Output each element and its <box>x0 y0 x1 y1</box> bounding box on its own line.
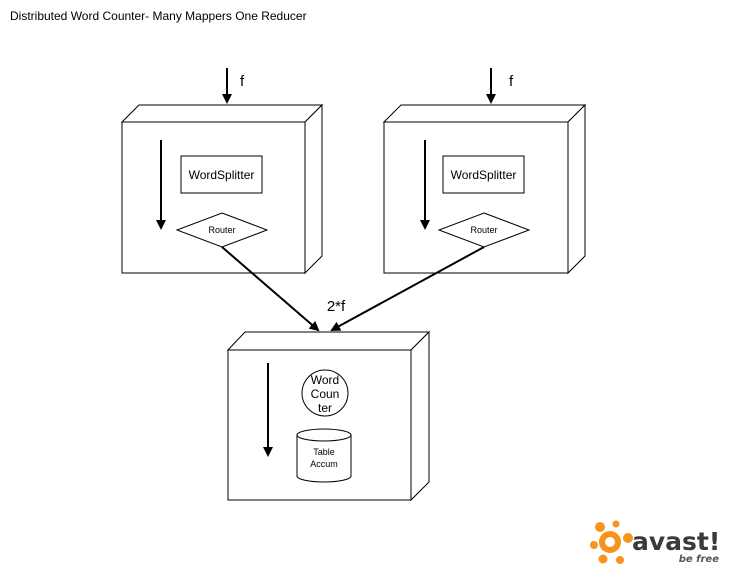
avast-logo-text: avast! <box>632 527 720 556</box>
reducer-node: Word Coun ter Table Accum <box>226 330 431 502</box>
router-label-right: Router <box>470 225 497 235</box>
wordsplitter-label-left: WordSplitter <box>189 168 255 182</box>
router-label-left: Router <box>208 225 235 235</box>
diagram-title: Distributed Word Counter- Many Mappers O… <box>10 9 307 23</box>
wordsplitter-box-right <box>442 155 525 194</box>
table-accum-line-1: Table <box>313 447 335 457</box>
merge-label: 2*f <box>327 298 346 315</box>
input-label-right: f <box>509 73 514 90</box>
avast-splat-icon <box>590 520 633 564</box>
table-accum-line-2: Accum <box>310 459 338 469</box>
edge-router-left-to-reducer <box>221 246 320 332</box>
mapper-node-left: WordSplitter Router <box>120 103 324 275</box>
word-counter-line-2: Coun <box>311 387 340 401</box>
mapper-node-right: WordSplitter Router <box>382 103 587 275</box>
wordsplitter-label-right: WordSplitter <box>451 168 517 182</box>
wordsplitter-box-left <box>180 155 263 194</box>
input-label-left: f <box>240 73 245 90</box>
avast-tagline: be free <box>679 554 719 565</box>
edge-router-right-to-reducer <box>330 246 485 331</box>
word-counter-line-1: Word <box>311 373 339 387</box>
avast-logo: avast! be free <box>590 520 720 565</box>
word-counter-circle <box>301 369 349 417</box>
word-counter-line-3: ter <box>318 401 332 415</box>
table-accum-cylinder <box>296 435 352 483</box>
